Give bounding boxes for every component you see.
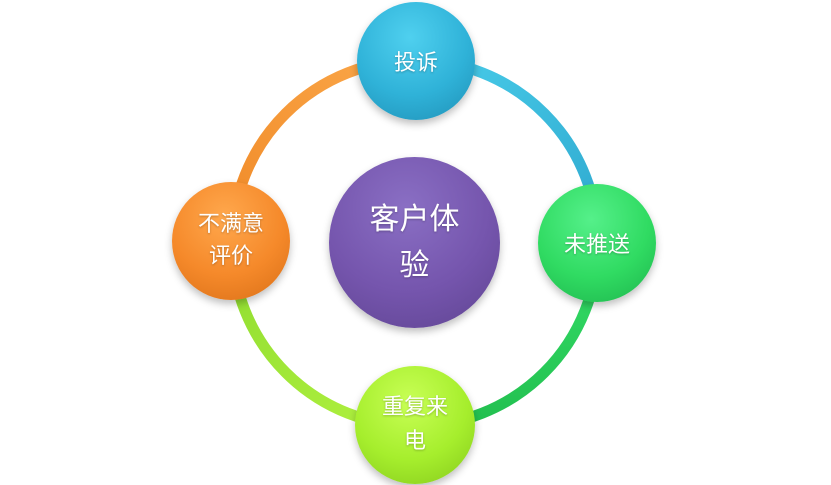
center-node-customer-experience: 客户体 验 [329,157,500,328]
node-unsatisfied-rating-label: 不满意 评价 [197,212,264,269]
node-not-pushed: 未推送 [538,184,656,302]
node-complaint: 投诉 [357,2,475,120]
node-complaint-label: 投诉 [393,51,438,76]
node-repeat-call: 重复来 电 [355,366,475,484]
node-repeat-call-label: 重复来 电 [381,395,448,454]
node-unsatisfied-rating: 不满意 评价 [172,182,290,300]
node-not-pushed-label: 未推送 [563,233,630,258]
center-node-label: 客户体 验 [369,201,460,283]
